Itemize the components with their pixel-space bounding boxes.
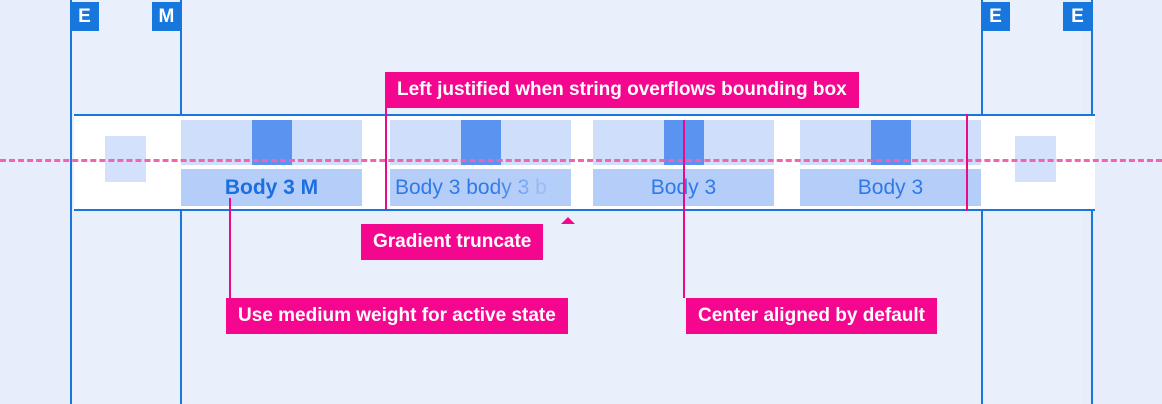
annotation-gradient-truncate-caret — [561, 217, 575, 224]
guide-line-left-outer — [70, 0, 72, 404]
tab-label-2: Body 3 body 3 b — [395, 175, 547, 199]
annotation-center-aligned: Center aligned by default — [686, 298, 937, 334]
tab-icon-row — [181, 120, 362, 165]
annotation-left-justified: Left justified when string overflows bou… — [385, 72, 859, 108]
tab-icon-placeholder-icon — [870, 120, 911, 165]
spacing-badge-edge-left-outer: E — [70, 2, 99, 31]
spacing-badge-edge-right-outer: E — [1063, 2, 1092, 31]
connector-left-justified — [385, 72, 387, 210]
baseline-guide — [0, 159, 1162, 162]
tab-label-row: Body 3 body 3 b — [390, 169, 571, 206]
tab-label-1: Body 3 M — [224, 175, 319, 199]
tab-item-2[interactable]: Body 3 body 3 b — [390, 120, 571, 206]
tab-icon-placeholder-icon — [460, 120, 501, 165]
connector-right-edge — [966, 114, 968, 211]
annotation-medium-weight: Use medium weight for active state — [226, 298, 568, 334]
spacing-badge-edge-right-inner: E — [981, 2, 1010, 31]
spacing-badge-margin-left-inner: M — [152, 2, 181, 31]
connector-center-aligned — [683, 120, 685, 298]
tab-item-1[interactable]: Body 3 M — [181, 120, 362, 206]
tab-item-4[interactable]: Body 3 — [800, 120, 981, 206]
tab-label-4: Body 3 — [857, 175, 924, 199]
tab-label-row: Body 3 M — [181, 169, 362, 206]
tab-icon-placeholder-icon — [251, 120, 292, 165]
tab-label-row: Body 3 — [800, 169, 981, 206]
connector-medium-weight — [229, 198, 231, 298]
tab-icon-row — [800, 120, 981, 165]
tab-icon-row — [390, 120, 571, 165]
annotation-gradient-truncate: Gradient truncate — [361, 224, 544, 260]
